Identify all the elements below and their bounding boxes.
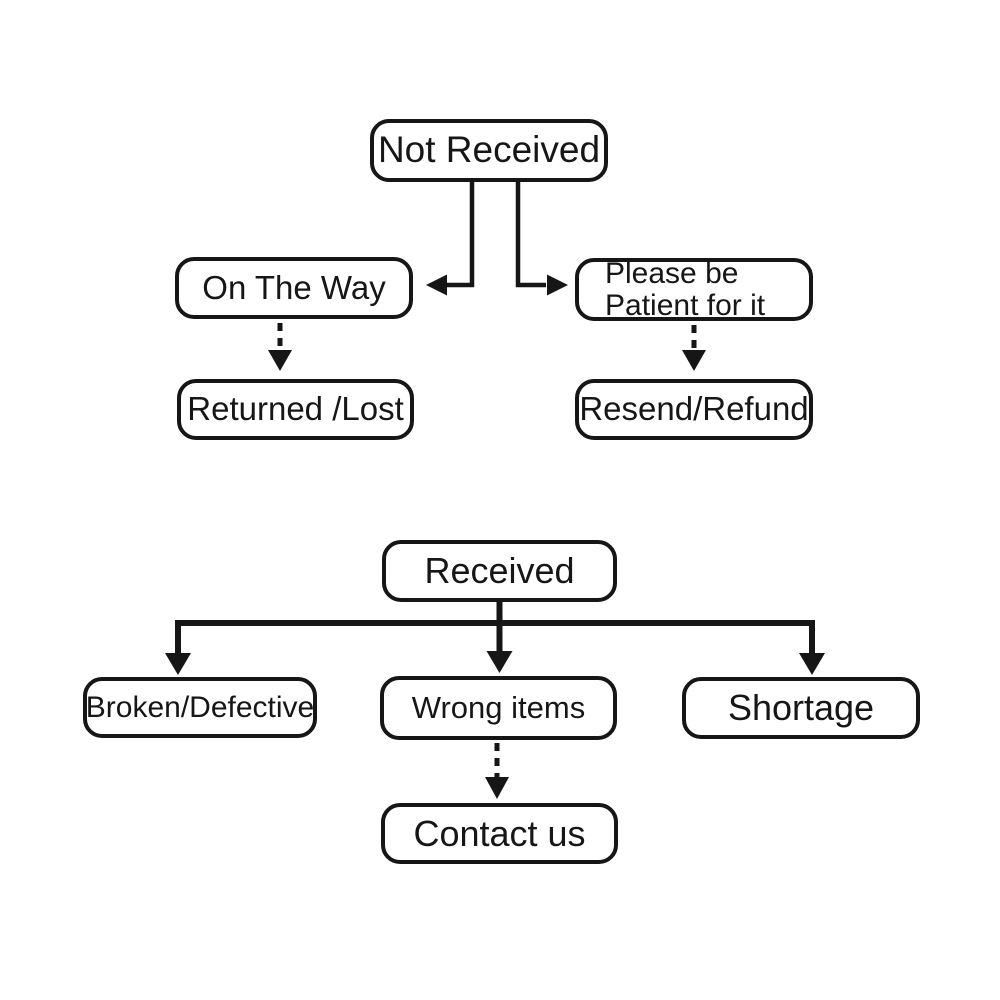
- connector-notreceived-patient: [515, 181, 546, 288]
- node-resend-refund: Resend/Refund: [575, 379, 813, 440]
- node-wrong-items: Wrong items: [380, 676, 617, 740]
- arrowhead-down-icon: [799, 653, 825, 675]
- connector-received-branches: [175, 620, 815, 654]
- arrowhead-left-icon: [426, 274, 447, 296]
- node-please-be-patient: Please be Patient for it: [575, 258, 813, 321]
- arrowhead-right-icon: [547, 274, 568, 296]
- arrowhead-down-icon: [268, 350, 292, 371]
- arrowhead-down-icon: [165, 653, 191, 675]
- node-broken-defective: Broken/Defective: [83, 677, 317, 738]
- arrowhead-down-icon: [485, 777, 509, 799]
- node-on-the-way: On The Way: [175, 257, 413, 319]
- arrowhead-down-icon: [682, 350, 706, 371]
- arrowhead-down-icon: [486, 651, 513, 673]
- node-received: Received: [382, 540, 617, 602]
- node-not-received: Not Received: [370, 119, 608, 182]
- node-shortage: Shortage: [682, 677, 920, 739]
- connector-notreceived-ontheway: [446, 181, 475, 288]
- node-returned-lost: Returned /Lost: [177, 379, 414, 440]
- node-contact-us: Contact us: [381, 803, 618, 864]
